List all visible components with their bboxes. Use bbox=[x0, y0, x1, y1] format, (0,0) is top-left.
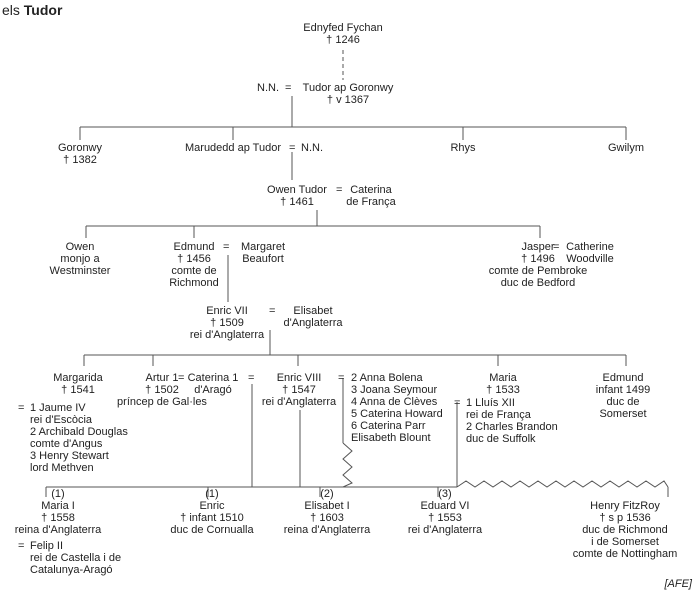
title-prefix: els bbox=[2, 2, 20, 18]
page-title: els Tudor bbox=[2, 2, 62, 18]
marriage-sign: = bbox=[248, 372, 255, 384]
person-ednyfed-fychan: Ednyfed Fychan† 1246 bbox=[303, 22, 383, 46]
person-maria-tudor: Maria† 1533 bbox=[486, 372, 520, 396]
illegitimate-zigzag-2 bbox=[456, 480, 669, 488]
marriage-sign: = bbox=[454, 397, 461, 409]
marriage-sign: = bbox=[289, 142, 296, 154]
marriage-sign: = bbox=[338, 372, 345, 384]
title-name: Tudor bbox=[23, 2, 63, 18]
marriage-sign: = bbox=[223, 241, 230, 253]
marriage-sign: = bbox=[285, 82, 292, 94]
person-goronwy: Goronwy† 1382 bbox=[57, 142, 103, 166]
marriage-sign: = bbox=[336, 184, 343, 196]
person-tudor-ap-goronwy: Tudor ap Goronwy† v 1367 bbox=[302, 82, 394, 106]
marriage-sign: = bbox=[553, 241, 560, 253]
marriage-sign: = bbox=[178, 372, 185, 384]
person-rhys: Rhys bbox=[450, 142, 476, 154]
person-marudedd: Marudedd ap Tudor bbox=[185, 142, 282, 154]
person-margarida: Margarida† 1541 bbox=[53, 372, 103, 396]
person-owen-tudor: Owen Tudor† 1461 bbox=[267, 184, 327, 208]
marriage-sign: = bbox=[18, 402, 25, 414]
person-nn-2: N.N. bbox=[301, 142, 323, 154]
source-credit: [AFE] bbox=[664, 578, 692, 590]
person-nn-1: N.N. bbox=[257, 82, 279, 94]
illegitimate-zigzag-1 bbox=[342, 442, 353, 488]
person-gwilym: Gwilym bbox=[607, 142, 645, 154]
marriage-sign: = bbox=[18, 540, 25, 552]
marriage-sign: = bbox=[269, 305, 276, 317]
